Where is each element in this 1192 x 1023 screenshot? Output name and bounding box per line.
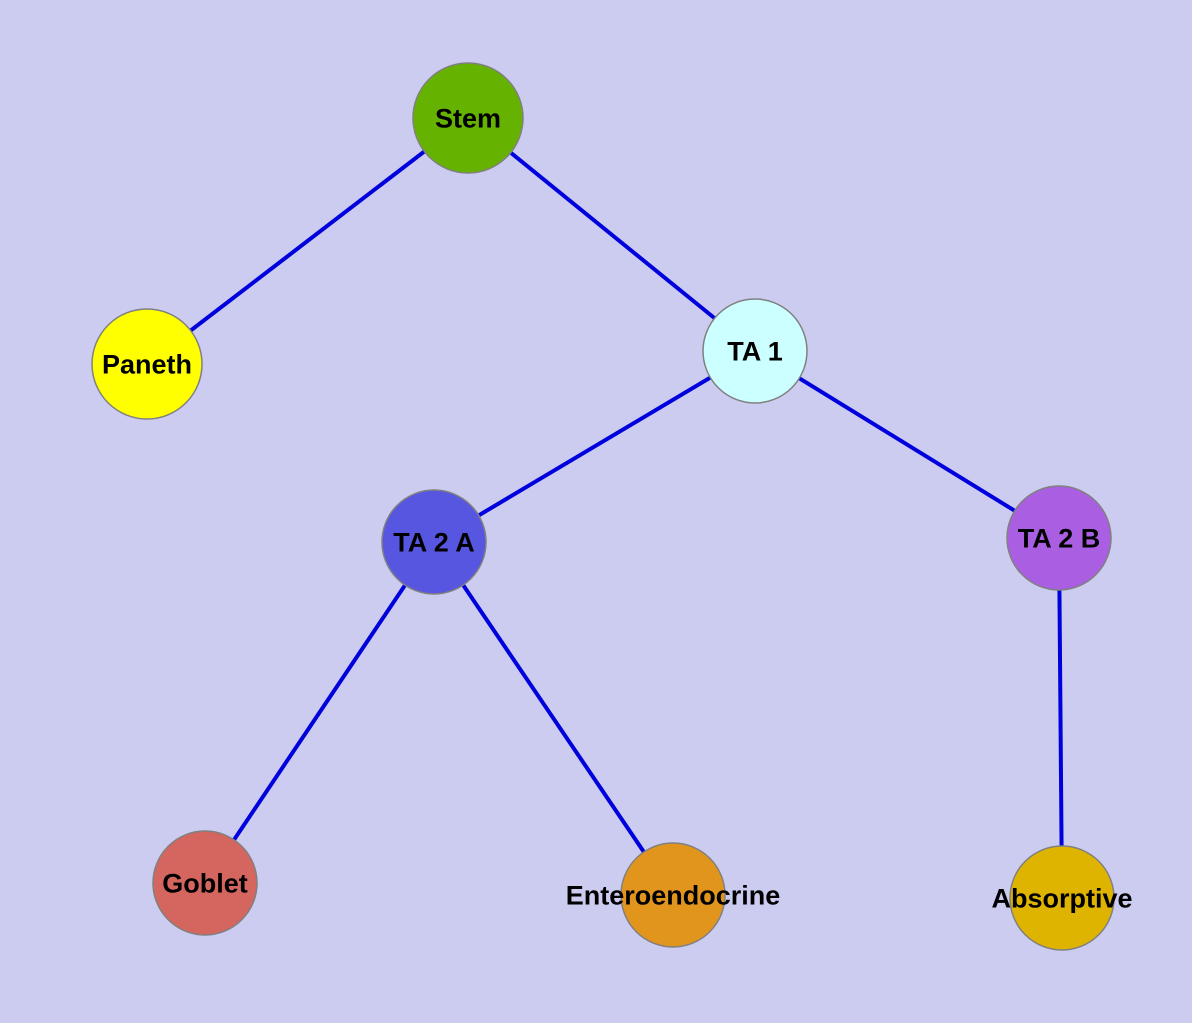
edge-stem-ta1 [466,116,757,353]
node-enteroendocrine [620,842,726,948]
edge-stem-paneth [145,116,470,366]
edge-ta2a-enteroendocrine [432,540,675,897]
node-ta1 [702,298,808,404]
edge-ta2a-goblet [203,540,436,885]
node-paneth [91,308,203,420]
edge-ta2b-absorptive [1057,537,1064,899]
node-goblet [152,830,258,936]
edge-ta1-ta2b [753,349,1061,540]
edge-ta1-ta2a [432,349,757,544]
node-ta2a [381,489,487,595]
edges-layer [145,116,1064,899]
node-ta2b [1006,485,1112,591]
node-stem [412,62,524,174]
node-absorptive [1009,845,1115,951]
